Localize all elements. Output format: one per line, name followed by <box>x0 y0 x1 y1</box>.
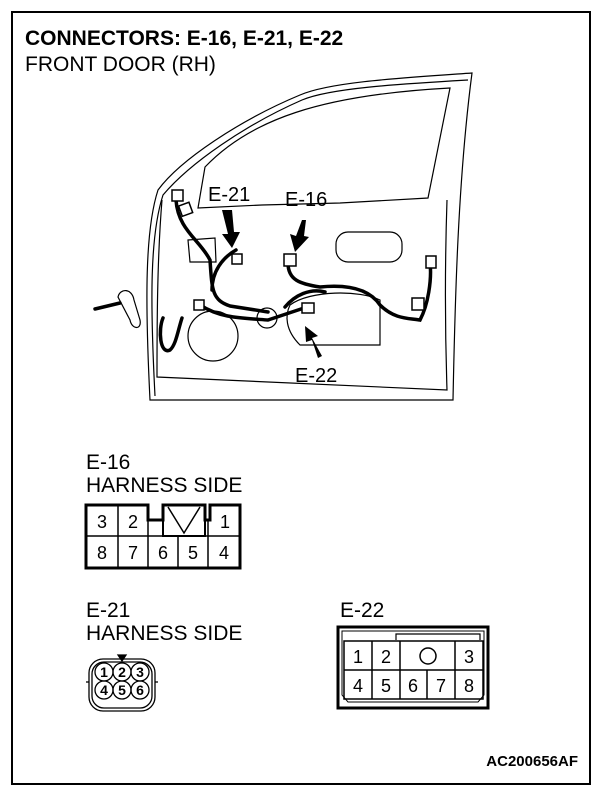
e22-pin: 1 <box>353 647 363 667</box>
e22-pin: 6 <box>408 676 418 696</box>
e22-pin: 4 <box>353 676 363 696</box>
e16-pin: 1 <box>220 512 230 532</box>
e16-side-label: HARNESS SIDE <box>86 474 242 497</box>
diagram-title: CONNECTORS: E-16, E-21, E-22 <box>25 27 343 50</box>
e21-pin: 2 <box>118 664 126 680</box>
door-label-e16: E-16 <box>285 189 327 211</box>
e21-pin: 4 <box>100 682 108 698</box>
e16-pin: 5 <box>188 543 198 563</box>
e16-pin: 7 <box>128 543 138 563</box>
e21-pin: 3 <box>136 664 144 680</box>
e22-pin: 5 <box>381 676 391 696</box>
e21-connector <box>86 654 158 712</box>
e22-arrow <box>305 326 322 358</box>
e21-pin: 6 <box>136 682 144 698</box>
e16-pin: 2 <box>128 512 138 532</box>
figure-code: AC200656AF <box>486 753 578 770</box>
e21-pin: 5 <box>118 682 126 698</box>
e21-arrow <box>222 210 240 248</box>
e21-side-label: HARNESS SIDE <box>86 622 242 645</box>
e22-name: E-22 <box>340 599 384 622</box>
door-label-e22: E-22 <box>295 365 337 387</box>
e16-name: E-16 <box>86 451 130 474</box>
e22-pin: 2 <box>381 647 391 667</box>
e16-pin: 4 <box>219 543 229 563</box>
e16-arrow <box>290 220 309 252</box>
door-illustration <box>93 72 473 401</box>
e21-pin: 1 <box>100 664 108 680</box>
e16-pin: 8 <box>97 543 107 563</box>
e21-name: E-21 <box>86 599 130 622</box>
e16-pin: 6 <box>158 543 168 563</box>
e22-pin: 8 <box>464 676 474 696</box>
e22-connector <box>336 625 490 710</box>
e16-pin: 3 <box>97 512 107 532</box>
e22-pin: 7 <box>436 676 446 696</box>
frame-border <box>11 11 591 785</box>
e22-pin: 3 <box>464 647 474 667</box>
diagram-subtitle: FRONT DOOR (RH) <box>25 53 216 76</box>
door-label-e21: E-21 <box>208 184 250 206</box>
e16-connector <box>84 503 242 570</box>
